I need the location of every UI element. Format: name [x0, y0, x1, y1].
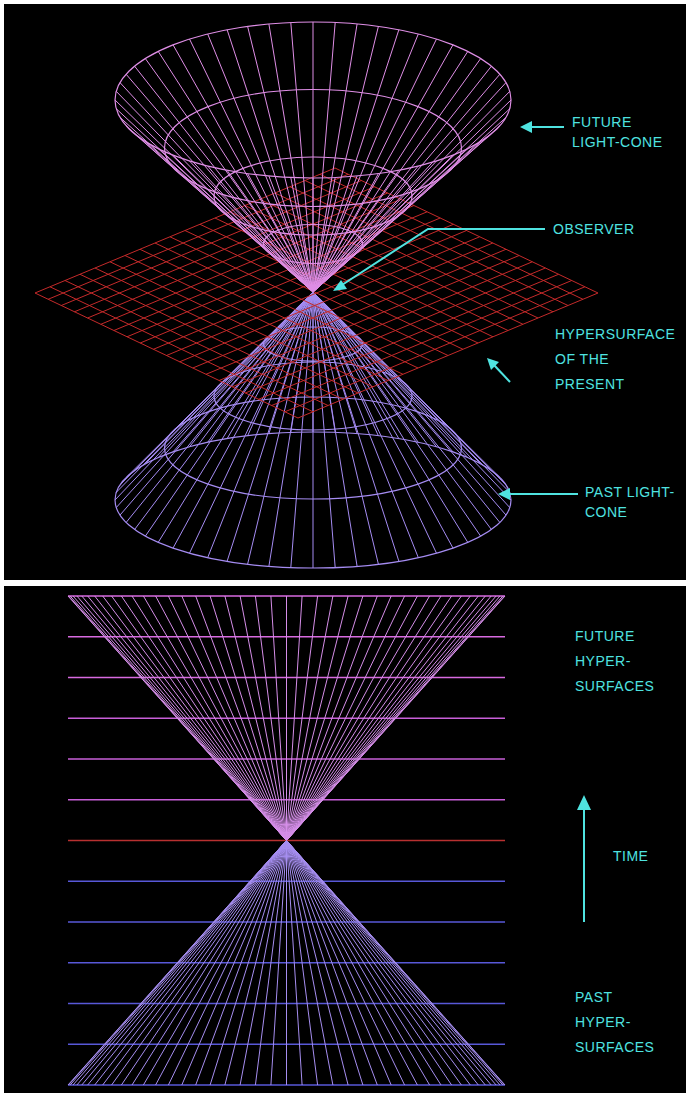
- time-arrow-line: [583, 808, 585, 922]
- label-text: HYPERSURFACE OF THE PRESENT: [555, 322, 675, 397]
- arrow-line: [530, 126, 564, 128]
- arrow-head: [487, 358, 499, 370]
- top-panel: [4, 4, 686, 580]
- future-light-cone: [115, 22, 511, 292]
- future-cone-lines: [68, 596, 505, 841]
- cone-rings: [115, 22, 511, 264]
- side-light-cone: [68, 596, 505, 1085]
- arrow-line: [508, 493, 578, 495]
- past-light-cone: [115, 292, 511, 568]
- leader-line: [342, 229, 545, 285]
- cone-generators: [115, 22, 511, 292]
- cone-generators: [115, 292, 511, 568]
- label-text: FUTURE LIGHT-CONE: [572, 112, 664, 152]
- label-text: TIME: [613, 846, 649, 866]
- plane-grid: [35, 168, 598, 418]
- label-text: PAST LIGHT-CONE: [585, 482, 675, 522]
- past-cone-lines: [68, 841, 505, 1086]
- bottom-panel: [4, 586, 686, 1093]
- arrow-head: [520, 121, 532, 133]
- arrow-head: [333, 280, 347, 291]
- present-hypersurface: [35, 168, 598, 418]
- hypersurfaces: [68, 596, 505, 1085]
- label-text: PAST HYPER- SURFACES: [575, 985, 655, 1060]
- callout-arrows: [333, 121, 591, 922]
- cone-rings: [115, 327, 511, 568]
- arrow-line: [494, 365, 510, 382]
- label-text: FUTURE HYPER- SURFACES: [575, 624, 655, 699]
- arrow-head: [577, 795, 591, 810]
- label-text: OBSERVER: [553, 219, 635, 239]
- arrow-head: [498, 488, 510, 500]
